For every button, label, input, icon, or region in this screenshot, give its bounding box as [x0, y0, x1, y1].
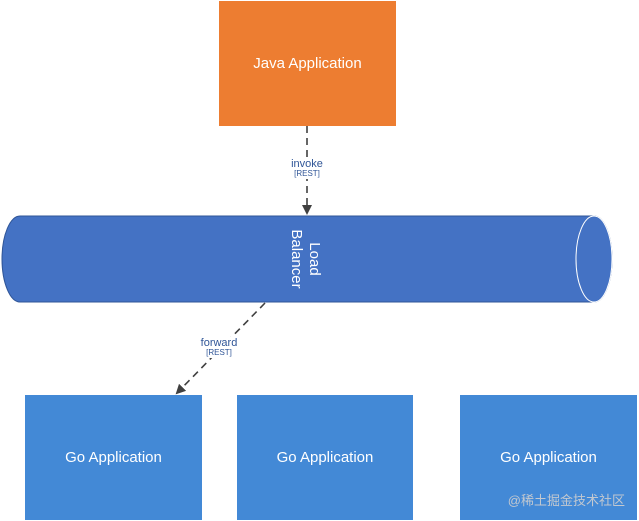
go-application-label-1: Go Application: [65, 449, 162, 466]
go-application-node-2: Go Application: [237, 395, 413, 520]
load-balancer-cylinder: [1, 215, 613, 303]
load-balancer-label: Load Balancer: [287, 229, 323, 288]
forward-label: forward: [200, 337, 238, 349]
forward-edge-label: forward [REST]: [198, 337, 240, 358]
invoke-label: invoke: [291, 158, 323, 170]
forward-protocol: [REST]: [206, 348, 232, 358]
load-balancer-label-line-1: Load: [306, 242, 323, 276]
go-application-label-2: Go Application: [276, 449, 374, 466]
invoke-edge-label: invoke [REST]: [289, 158, 325, 179]
load-balancer-label-line-2: Balancer: [288, 229, 305, 289]
java-application-label: Java Application: [253, 55, 362, 72]
go-application-node-1: Go Application: [25, 395, 202, 520]
invoke-protocol: [REST]: [294, 169, 320, 179]
java-application-node: Java Application: [219, 1, 396, 126]
go-application-node-3: Go Application: [460, 395, 637, 520]
go-application-label-3: Go Application: [500, 449, 597, 466]
watermark: @稀土掘金技术社区: [507, 493, 625, 508]
